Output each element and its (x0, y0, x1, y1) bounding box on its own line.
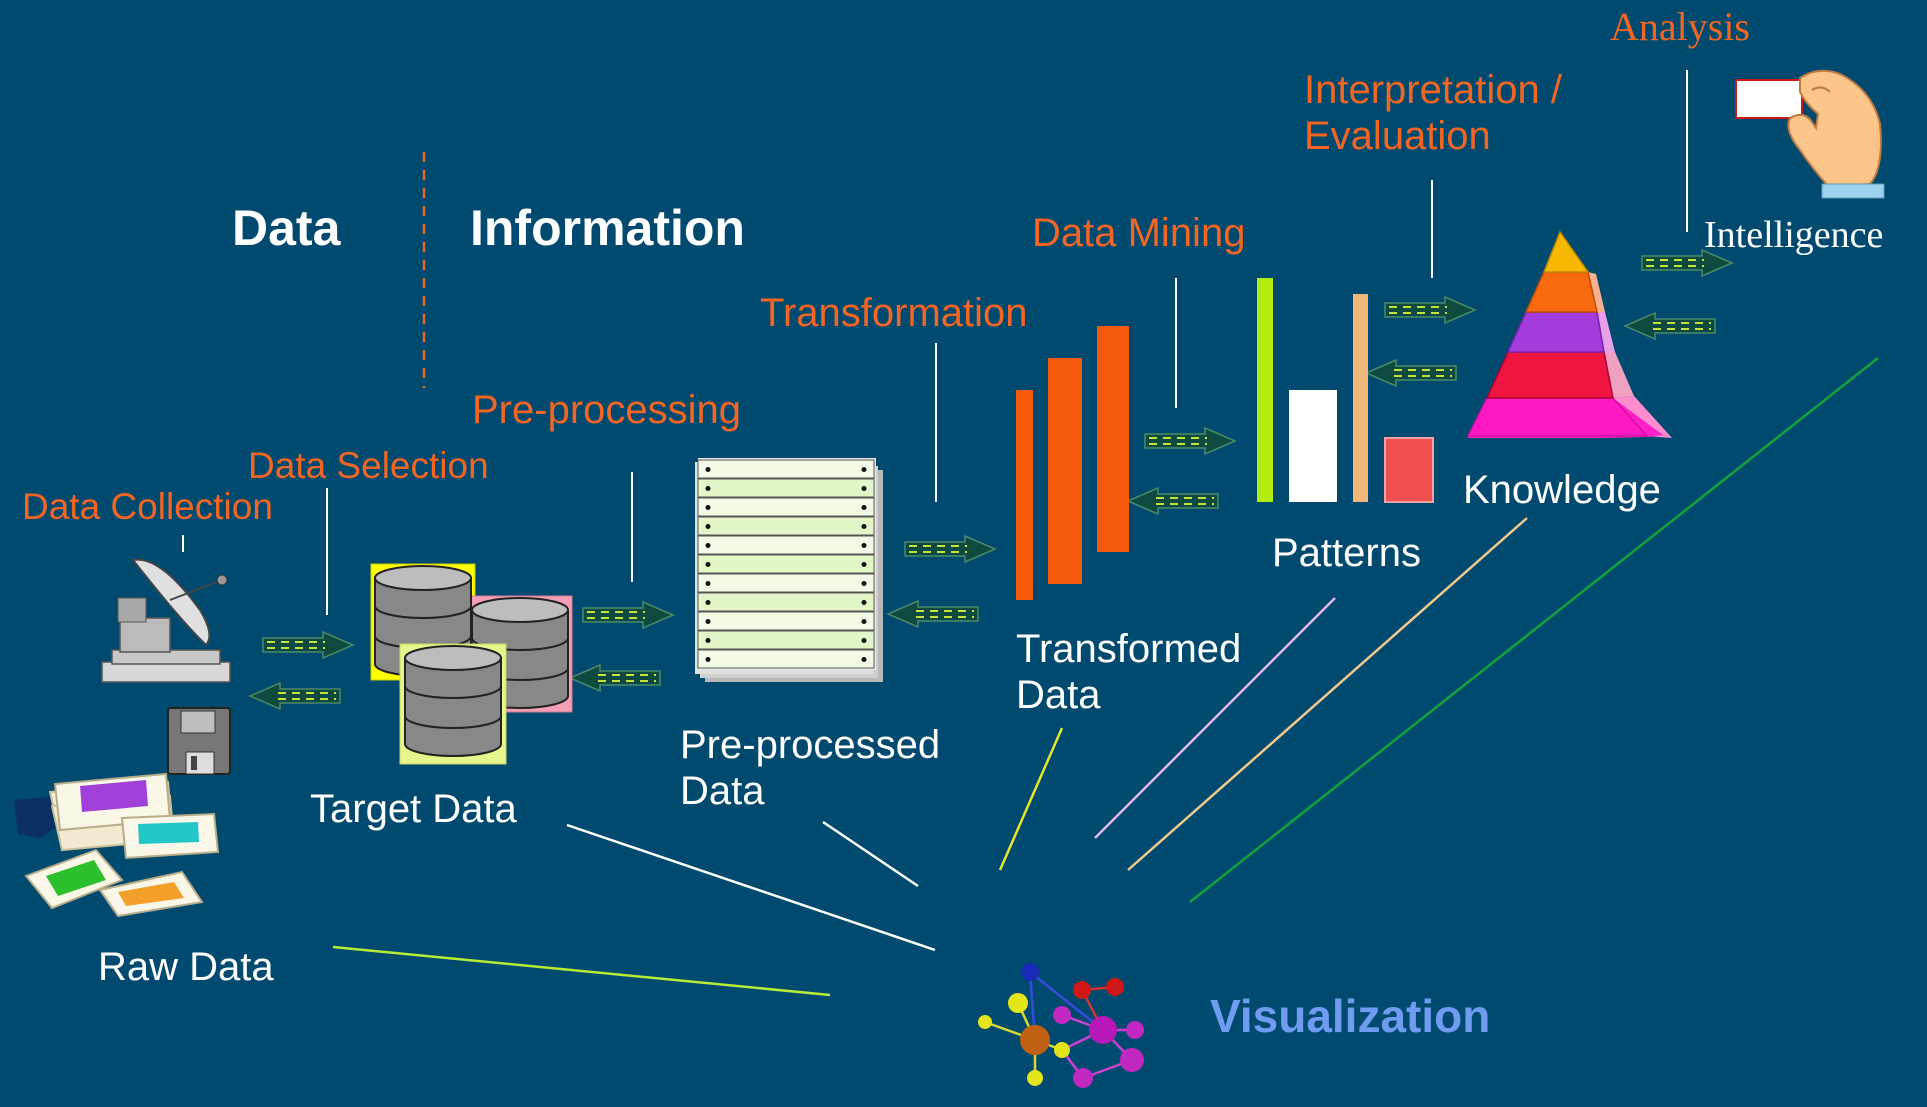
visualization-rays (332, 357, 1879, 997)
document-row (697, 649, 875, 669)
document-row-hole (705, 524, 711, 529)
document-row-hole (705, 619, 711, 624)
document-row-hole (705, 505, 711, 510)
arrow-patterns-to-knowledge (1384, 296, 1476, 324)
arrow-selection-to-collection (249, 682, 341, 710)
document-row-hole (861, 657, 867, 662)
patterns-bars (1257, 278, 1434, 503)
document-row (697, 592, 875, 612)
document-row-hole (705, 467, 711, 472)
document-row-hole (861, 524, 867, 529)
document-row-hole (705, 543, 711, 548)
molecule-network-icon (978, 963, 1144, 1088)
document-row-hole (861, 505, 867, 510)
artifact-knowledge: Knowledge (1463, 468, 1661, 512)
document-row (697, 459, 875, 479)
artifact-raw-data: Raw Data (98, 945, 274, 989)
arrow-intelligence-to-knowledge (1624, 312, 1716, 340)
header-data: Data (232, 200, 341, 256)
arrow-target-to-preprocessed (582, 601, 674, 629)
arrow-transformed-to-preprocessed (887, 600, 979, 628)
document-row (697, 478, 875, 498)
arrow-transformed-to-patterns (1144, 427, 1236, 455)
document-row-hole (705, 657, 711, 662)
document-row-hole (861, 486, 867, 491)
document-row (697, 497, 875, 517)
document-row-hole (705, 581, 711, 586)
document-row (697, 535, 875, 555)
document-row-hole (705, 638, 711, 643)
arrow-patterns-to-transformed (1127, 487, 1219, 515)
document-row (697, 554, 875, 574)
artifact-patterns: Patterns (1272, 531, 1421, 575)
floppy-disk-icon (167, 707, 231, 775)
document-row-hole (861, 619, 867, 624)
transformed-data-bars (1016, 326, 1129, 600)
knowledge-pyramid-icon (1466, 230, 1672, 438)
header-information: Information (470, 200, 745, 256)
document-row-hole (705, 486, 711, 491)
step-analysis: Analysis (1610, 4, 1750, 49)
document-row-hole (705, 562, 711, 567)
artifact-preprocessed-line1: Pre-processed (680, 723, 941, 767)
document-row-hole (861, 467, 867, 472)
satellite-dish-icon (101, 558, 231, 683)
document-row (697, 611, 875, 631)
document-row (697, 573, 875, 593)
step-data-selection: Data Selection (248, 445, 489, 486)
document-row-hole (861, 562, 867, 567)
document-row-hole (861, 638, 867, 643)
document-row-hole (861, 600, 867, 605)
step-interpretation-line1: Interpretation / (1304, 68, 1562, 112)
database-cylinder-icon (370, 563, 573, 765)
step-interpretation-line2: Evaluation (1304, 114, 1491, 158)
document-row-hole (861, 543, 867, 548)
hand-holding-card-icon (1735, 69, 1885, 199)
artifact-transformed-line2: Data (1016, 673, 1101, 717)
visualization-label: Visualization (1210, 990, 1491, 1042)
artifact-transformed-line1: Transformed (1016, 627, 1242, 671)
artifact-preprocessed-line2: Data (680, 769, 765, 813)
arrow-collection-to-selection (262, 631, 354, 659)
step-transformation: Transformation (760, 291, 1028, 335)
document-row (697, 630, 875, 650)
artifact-intelligence: Intelligence (1704, 214, 1884, 256)
step-data-mining: Data Mining (1032, 211, 1246, 255)
document-stack-icon (695, 458, 883, 682)
arrow-knowledge-to-patterns (1365, 359, 1457, 387)
artifact-target-data: Target Data (310, 787, 517, 831)
arrow-preprocessed-to-transformed (904, 535, 996, 563)
step-data-collection: Data Collection (22, 486, 273, 527)
document-row (697, 516, 875, 536)
document-row-hole (705, 600, 711, 605)
document-row-hole (861, 581, 867, 586)
step-pre-processing: Pre-processing (472, 388, 742, 432)
arrow-preprocessed-to-target (569, 664, 661, 692)
photo-slides-icon (14, 772, 220, 918)
